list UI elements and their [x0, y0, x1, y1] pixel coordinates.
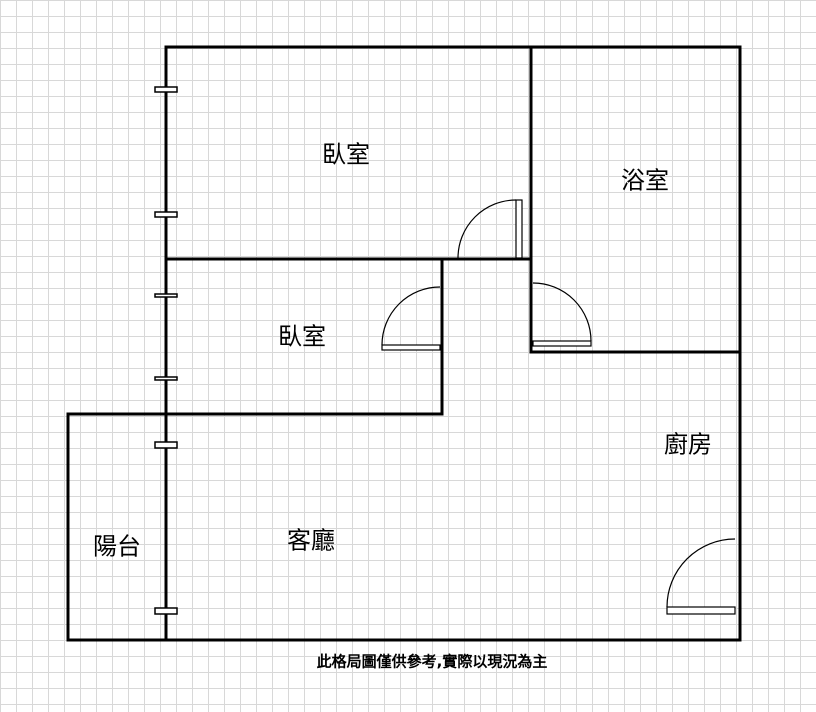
- door-leaf: [515, 199, 523, 259]
- room-label-bathroom: 浴室: [621, 166, 669, 195]
- window-marker: [154, 607, 178, 615]
- disclaimer-caption: 此格局圖僅供參考,實際以現況為主: [316, 652, 548, 671]
- door-leaf: [666, 606, 736, 615]
- window-marker: [154, 86, 178, 93]
- room-label-bedroom-2: 臥室: [278, 322, 326, 351]
- door-swing-arc: [532, 282, 592, 342]
- window-marker: [154, 293, 178, 298]
- door-swing-arc: [381, 286, 441, 346]
- door-leaf: [532, 340, 592, 347]
- window-marker: [154, 376, 178, 381]
- window-marker: [154, 211, 178, 218]
- door-swing-arc: [666, 538, 736, 608]
- windows: [154, 86, 178, 615]
- room-label-living-room: 客廳: [287, 526, 335, 555]
- door-bathroom: [532, 282, 592, 347]
- door-bedroom-2: [381, 286, 441, 351]
- door-entrance: [666, 538, 736, 615]
- door-bedroom-1: [457, 199, 523, 259]
- window-marker: [154, 441, 178, 449]
- walls: [66, 45, 742, 642]
- door-leaf: [381, 344, 441, 351]
- room-label-balcony: 陽台: [93, 532, 141, 561]
- room-label-bedroom-1: 臥室: [322, 140, 370, 169]
- door-swing-arc: [457, 199, 517, 259]
- room-label-kitchen: 廚房: [664, 430, 712, 459]
